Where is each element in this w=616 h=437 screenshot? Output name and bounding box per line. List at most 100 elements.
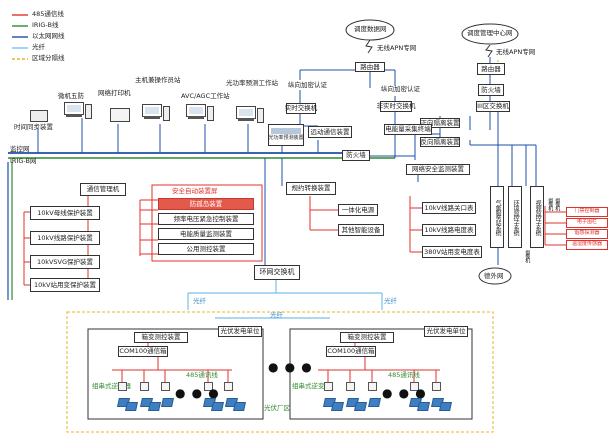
ring-switch: 环网交换机 — [254, 265, 300, 280]
host-ws-label: 主机兼操作员站 — [135, 76, 181, 84]
switch-non-realtime: 非实时交换机 — [376, 101, 416, 112]
legend-label-ethernet: 以太网网线 — [32, 32, 65, 40]
router-1: 路由器 — [355, 62, 385, 72]
station-transformer-meter: 380V站用变电度表 — [422, 246, 482, 258]
pv-unit-2-title: 光伏发电单位 — [424, 326, 468, 337]
avc-computer-icon — [186, 104, 214, 121]
lightning-marks — [365, 39, 493, 58]
fiber-label-1: 光纤 — [193, 297, 206, 305]
video-monitor-subsystem: 视频监控子系统 — [530, 186, 544, 248]
printer-icon — [110, 108, 130, 122]
inverter-icon-9 — [410, 382, 419, 391]
power-quality-device: 电能质量监测装置 — [158, 228, 254, 240]
inverter-icon-6 — [324, 382, 333, 391]
legend-label-region: 区域分隔线 — [32, 54, 65, 62]
box-measure-2: 箱变测控装置 — [340, 332, 394, 343]
switch-realtime: 实时交换机 — [284, 103, 318, 114]
sensor-fence: 电子围栏 — [566, 218, 608, 228]
host-computer-icon — [142, 104, 170, 121]
wireless-apn-1: 无线APN专网 — [377, 44, 417, 52]
micro-5-computer-icon — [64, 102, 92, 119]
pv-forecast-ws-label: 光功率预测工作站 — [226, 79, 278, 87]
device-line-protect: 10kV线路保护装置 — [30, 231, 100, 245]
safety-screen-title: 安全自动装置屏 — [172, 187, 218, 195]
inverter-icon-10 — [432, 382, 441, 391]
main-bus — [7, 152, 395, 300]
pv-unit-1-frame — [87, 328, 264, 420]
forward-isolation: 正向隔离装置 — [420, 118, 460, 128]
sensor-temp-humid: 温湿度传感器 — [566, 240, 608, 250]
pv-unit-1-title: 光伏发电单位 — [218, 326, 262, 337]
integrated-power: 一体化电源 — [338, 204, 378, 216]
router-2: 路由器 — [477, 63, 505, 75]
rs485-label-1: 485通讯线 — [186, 371, 218, 379]
solar-panel-icon — [233, 402, 246, 411]
inverter-icon-3 — [161, 382, 170, 391]
safety-screen-frame — [151, 184, 263, 262]
remote-comm-device: 远动通信装置 — [308, 126, 352, 138]
reverse-isolation: 反向隔离装置 — [420, 137, 460, 147]
device-station-protect: 10kV站用变保护装置 — [30, 278, 100, 292]
device-busbar-protect: 10kV母线保护装置 — [30, 206, 100, 220]
firewall-right: 防火墙 — [478, 84, 504, 96]
pv-forecast-device: 光功率预测装置 — [268, 124, 304, 146]
comm-manager: 通信管理机 — [80, 183, 126, 196]
pv-unit-2-frame — [289, 328, 473, 420]
solar-panel-icon — [125, 402, 138, 411]
forecast-device-screen — [271, 128, 301, 135]
rs485-lines — [23, 188, 566, 382]
time-sync-icon — [30, 110, 48, 122]
inverter-icon-5 — [224, 382, 233, 391]
anti-island-device: 防孤岛装置 — [158, 198, 254, 210]
forecast-computer-icon — [236, 106, 264, 123]
fiber-lines — [187, 280, 383, 319]
box-measure-1: 箱变测控装置 — [134, 332, 188, 343]
other-smart-devices: 其他智能设备 — [338, 224, 384, 236]
string-inverter-label-1: 组串式逆变器 — [92, 382, 131, 390]
camera-label-1: 摄像机 — [524, 250, 531, 262]
weather-subsystem: 气象服务站系统 — [490, 186, 504, 248]
inverter-icon-4 — [204, 382, 213, 391]
device-svg-protect: 10kVSVG保护装置 — [30, 255, 100, 269]
pv-area-label: 光伏厂区 — [264, 404, 290, 412]
auth-device-2: 纵向加密认证 — [381, 85, 420, 93]
legend-lines — [12, 14, 28, 60]
more-dots-3: ● ● ● — [268, 360, 313, 374]
micro-5-label: 微机五防 — [58, 92, 84, 100]
solar-panel-icon — [331, 402, 344, 411]
camera-label-3: 摄像机 — [554, 198, 561, 210]
line-meter: 10kV线路电度表 — [422, 224, 476, 236]
energy-terminal: 电能量采集终端 — [384, 124, 432, 135]
switch-zone3: III区交换机 — [476, 101, 510, 112]
protocol-converter: 规约转换装置 — [286, 182, 336, 195]
gateway-meter: 10kV线路关口表 — [422, 202, 476, 214]
inverter-icon-7 — [346, 382, 355, 391]
more-dots-1: ● ● ● — [175, 386, 220, 400]
net-security-monitor: 网络安全监测装置 — [406, 164, 470, 175]
solar-panel-icon — [148, 402, 161, 411]
printer-label: 网络打印机 — [98, 89, 131, 97]
public-measure-device: 公用测控装置 — [158, 243, 254, 255]
auth-device-1: 纵向加密认证 — [288, 81, 327, 89]
solar-panel-icon — [211, 402, 224, 411]
more-dots-2: ● ● ● — [382, 386, 427, 400]
fiber-label-3: 光纤 — [270, 311, 283, 319]
legend-label-fiber: 光纤 — [32, 43, 45, 51]
inverter-icon-8 — [368, 382, 377, 391]
rs485-label-2: 485通讯线 — [388, 371, 420, 379]
firewall-main: 防火墙 — [342, 150, 370, 161]
sensor-access-control: 门禁控制器 — [566, 207, 608, 217]
solar-panel-icon — [417, 402, 430, 411]
sensor-smoke: 烟感探测器 — [566, 229, 608, 239]
legend-label-485: 485通信线 — [32, 10, 64, 18]
string-inverter-label-2: 组串式逆变器 — [292, 382, 331, 390]
cloud-dispatch: 调度数据网 — [354, 25, 387, 33]
cloud-external: 德外网 — [484, 272, 504, 280]
com100-box-2: COM100通信箱 — [326, 346, 376, 357]
avc-ws-label: AVC/AGC工作站 — [181, 92, 230, 100]
camera-label-2: 摄像机 — [547, 198, 554, 210]
time-sync-label: 时间同步装置 — [14, 123, 53, 131]
solar-panel-icon — [161, 398, 174, 407]
cloud-mgmt: 调度管理中心网 — [467, 29, 513, 37]
